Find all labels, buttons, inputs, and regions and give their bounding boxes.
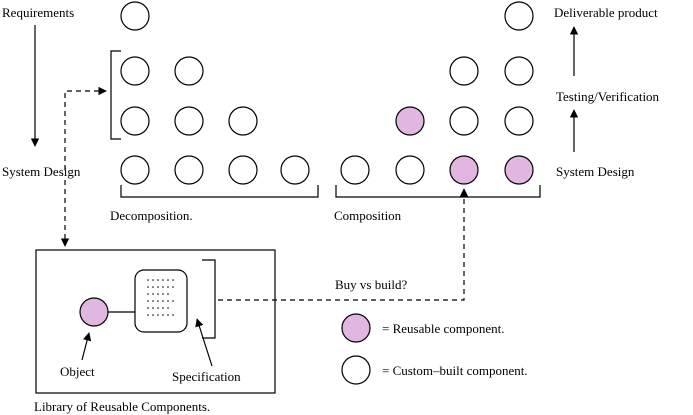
system-design-left-label: System Design xyxy=(2,164,81,179)
legend-custom-swatch xyxy=(341,355,371,385)
custom-component-node xyxy=(449,106,479,136)
library-box xyxy=(35,249,276,394)
custom-component-node xyxy=(120,56,150,86)
custom-component-node xyxy=(228,155,258,185)
requirements-label: Requirements xyxy=(2,5,74,20)
legend: = Reusable component. = Custom–built com… xyxy=(341,313,528,385)
system-design-right-label: System Design xyxy=(556,164,635,179)
specification-pointer-arrow xyxy=(195,318,213,367)
specification-label: Specification xyxy=(172,369,241,384)
object-label: Object xyxy=(60,364,95,379)
legend-reusable-label: = Reusable component. xyxy=(382,321,505,336)
custom-component-node xyxy=(174,155,204,185)
custom-component-node xyxy=(504,56,534,86)
composition-nodes xyxy=(340,1,534,185)
specification-text-dots xyxy=(147,279,174,316)
library-right-bracket xyxy=(202,259,216,339)
composition-label: Composition xyxy=(334,208,402,223)
custom-component-node xyxy=(340,155,370,185)
buy-vs-build-label: Buy vs build? xyxy=(335,277,407,292)
decomposition-nodes xyxy=(120,1,310,185)
custom-component-node xyxy=(395,155,425,185)
buy-vs-build-dashed-arrow xyxy=(218,188,469,301)
testing-verification-label: Testing/Verification xyxy=(556,89,660,104)
custom-component-node xyxy=(280,155,310,185)
deliverable-product-label: Deliverable product xyxy=(554,5,658,20)
decomposition-label: Decomposition. xyxy=(110,208,193,223)
custom-component-node xyxy=(449,56,479,86)
legend-reusable-swatch xyxy=(341,313,371,343)
left-group-bracket xyxy=(110,50,121,140)
custom-component-node xyxy=(228,106,258,136)
custom-component-node xyxy=(120,155,150,185)
reusable-component-node xyxy=(504,155,534,185)
reusable-component-node xyxy=(395,106,425,136)
library-label: Library of Reusable Components. xyxy=(34,399,210,414)
library-to-decomposition-dashed-arrow xyxy=(64,86,107,170)
custom-component-node xyxy=(174,106,204,136)
custom-component-node xyxy=(174,56,204,86)
decomposition-bracket xyxy=(120,185,319,198)
custom-component-node xyxy=(504,106,534,136)
reusable-component-node xyxy=(449,155,479,185)
legend-custom-label: = Custom–built component. xyxy=(382,363,528,378)
custom-component-node xyxy=(504,1,534,31)
composition-bracket xyxy=(335,185,541,198)
object-pointer-arrow xyxy=(81,332,92,361)
custom-component-node xyxy=(120,1,150,31)
specification-document-icon xyxy=(134,269,188,333)
reusable-object-node xyxy=(79,297,109,327)
custom-component-node xyxy=(120,106,150,136)
